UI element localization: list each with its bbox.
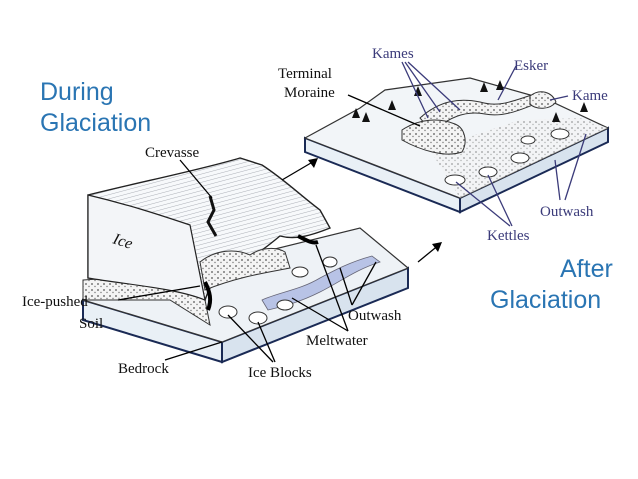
transition-arrows [281, 158, 442, 263]
label-ice-pushed-line1: Ice-pushed [22, 294, 88, 310]
label-esker: Esker [514, 58, 548, 74]
kettle [550, 128, 570, 140]
crevasse [206, 195, 218, 237]
meltwater-channel [261, 255, 381, 311]
heading-after-line1: After [560, 255, 613, 283]
heading-during-line2: Glaciation [40, 109, 151, 137]
label-bedrock: Bedrock [118, 361, 169, 377]
ice-block [276, 299, 294, 311]
after-glaciation-block [303, 77, 610, 214]
kame-hill [529, 91, 557, 109]
label-kettles: Kettles [487, 228, 530, 244]
label-ice: Ice [110, 230, 135, 253]
label-terminal-moraine-line2: Moraine [284, 85, 335, 101]
ice-block [322, 256, 338, 268]
kettle [520, 135, 536, 145]
kettle [510, 152, 530, 164]
ice-front-face [87, 194, 206, 301]
meltwater-tunnel [203, 281, 213, 311]
label-ice-pushed-line2: Soil [79, 316, 103, 332]
label-kames: Kames [372, 46, 414, 62]
arrow-head [308, 158, 318, 168]
heading-during-line1: During [40, 78, 114, 106]
label-outwash-during: Outwash [348, 308, 402, 324]
label-ice-blocks: Ice Blocks [248, 365, 312, 381]
label-terminal-moraine-line1: Terminal [278, 66, 332, 82]
heading-after-line2: Glaciation [490, 286, 601, 314]
during-glaciation-block [81, 157, 410, 364]
leader-lines [117, 61, 587, 363]
after-terminal-moraine [401, 119, 466, 155]
arrow-head [432, 242, 442, 252]
label-outwash-after: Outwash [540, 204, 594, 220]
kettle [478, 166, 498, 178]
terminal-moraine-forming [199, 247, 291, 291]
meltwater-tunnel [297, 234, 319, 245]
label-meltwater: Meltwater [306, 333, 368, 349]
ice-block [291, 266, 309, 278]
ice-block [218, 305, 238, 319]
label-crevasse: Crevasse [145, 145, 199, 161]
kettle [444, 174, 466, 186]
label-kame: Kame [572, 88, 608, 104]
ice-block [248, 311, 268, 325]
